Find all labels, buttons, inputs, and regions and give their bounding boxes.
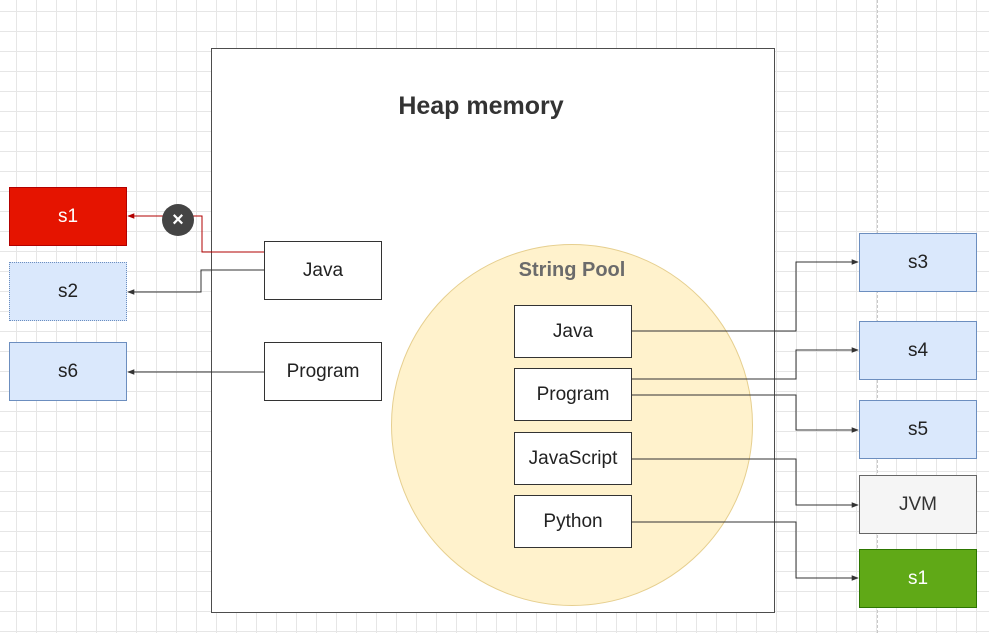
heap-memory-title: Heap memory (398, 92, 564, 120)
ref-s3[interactable]: s3 (859, 233, 977, 292)
ref-s5[interactable]: s5 (859, 400, 977, 459)
heap-string-program[interactable]: Program (264, 342, 382, 401)
connector-java-to-s1-removed (127, 213, 264, 253)
connector-pool-python-to-s1 (632, 521, 859, 581)
pool-string-program[interactable]: Program (514, 368, 632, 421)
ref-s6[interactable]: s6 (9, 342, 127, 401)
pool-string-python[interactable]: Python (514, 495, 632, 548)
pool-string-java[interactable]: Java (514, 305, 632, 358)
ref-jvm[interactable]: JVM (859, 475, 977, 534)
ref-s2[interactable]: s2 (9, 262, 127, 321)
connector-pool-java-to-s3 (632, 259, 859, 332)
ref-s1-removed[interactable]: s1 (9, 187, 127, 246)
heap-string-java[interactable]: Java (264, 241, 382, 300)
connector-pool-program-to-s4 (632, 347, 859, 380)
string-pool-title: String Pool (518, 259, 626, 281)
ref-s1-live[interactable]: s1 (859, 549, 977, 608)
guide-dashed-line (877, 0, 878, 633)
connector-pool-javascript-to-jvm (632, 458, 859, 508)
x-circle-icon: × (162, 204, 194, 236)
connector-pool-program-to-s5 (632, 394, 859, 433)
pool-string-javascript[interactable]: JavaScript (514, 432, 632, 485)
ref-s4[interactable]: s4 (859, 321, 977, 380)
connector-java-to-s2 (127, 269, 264, 295)
